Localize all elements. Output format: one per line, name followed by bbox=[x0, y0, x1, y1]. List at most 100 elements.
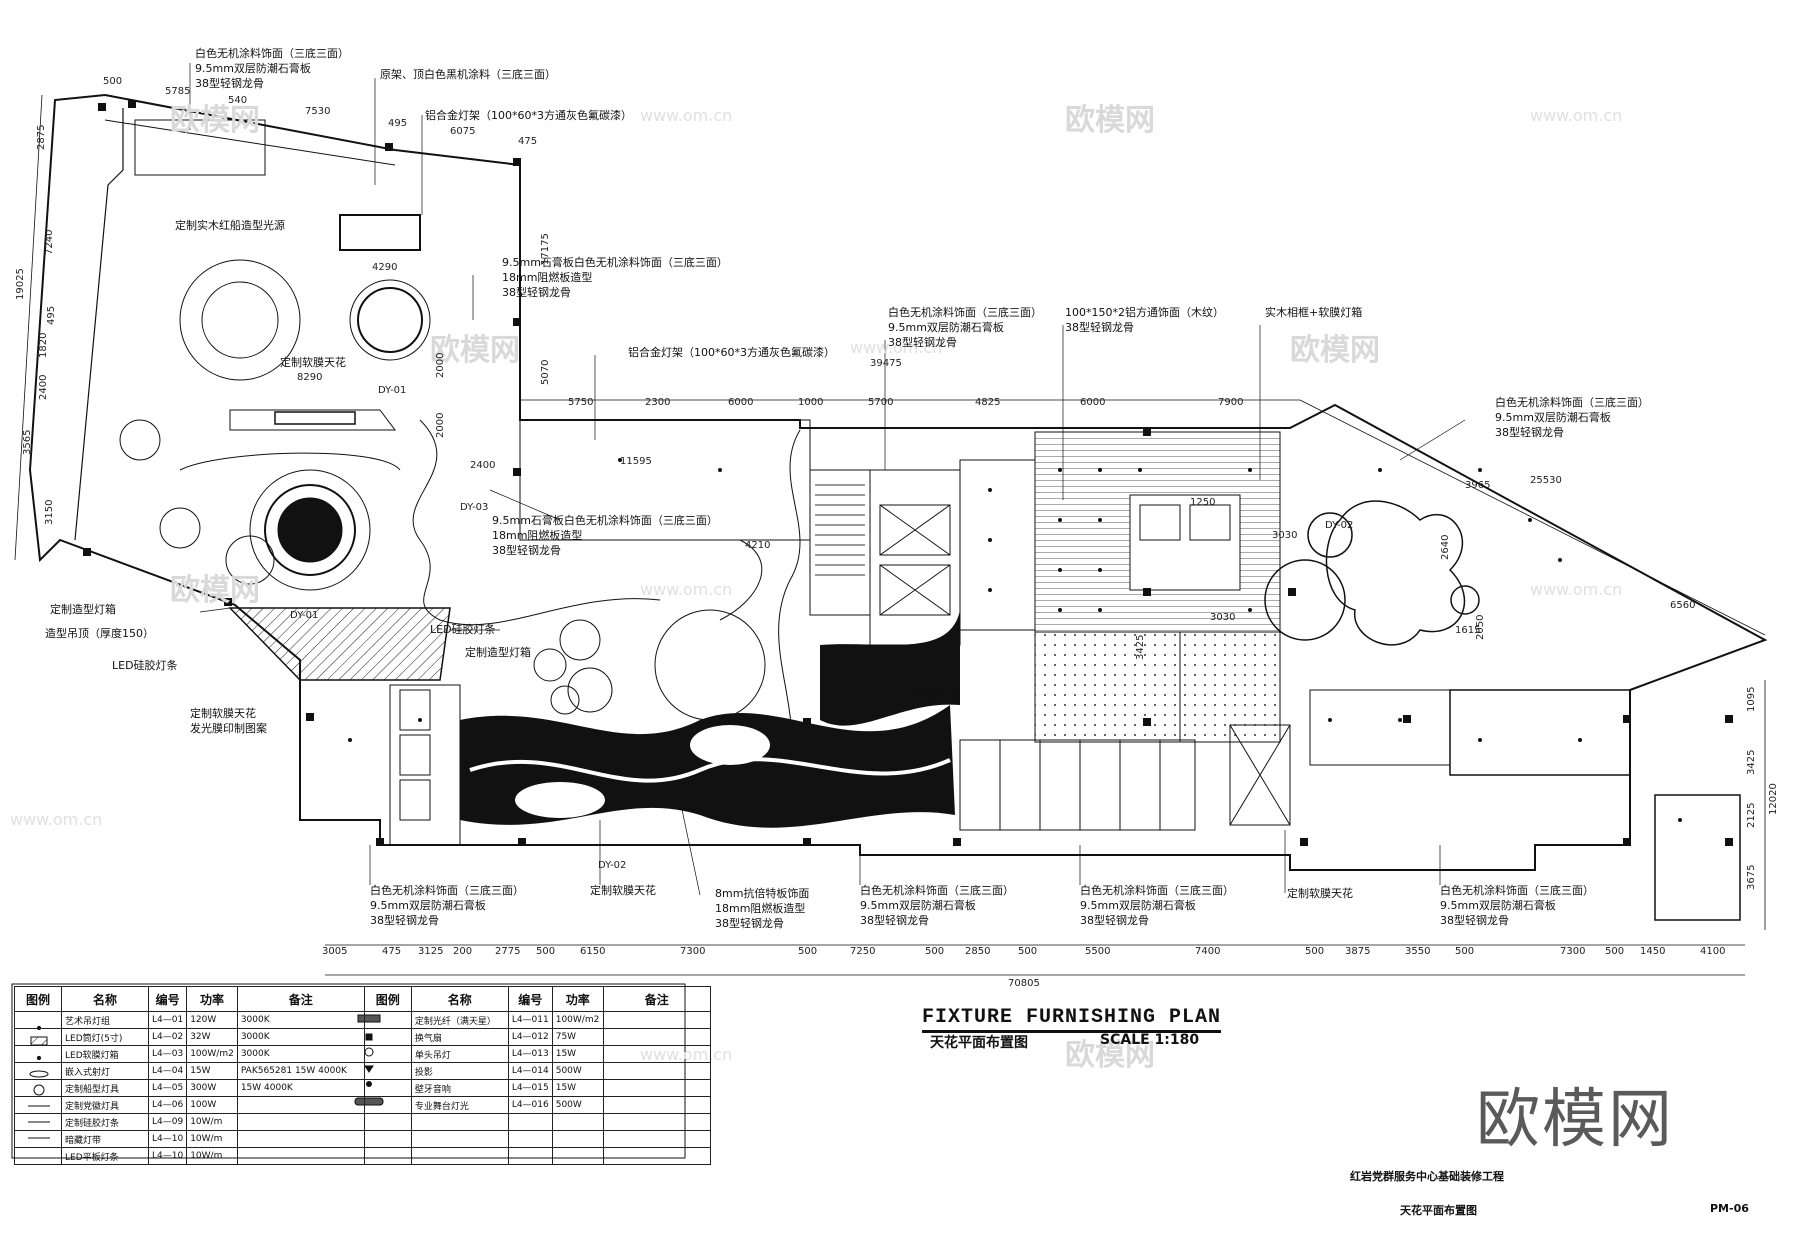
legend-power: 100W/m2 bbox=[186, 1045, 238, 1063]
legend-note bbox=[602, 1096, 711, 1114]
dimension: 1450 bbox=[1640, 946, 1666, 957]
legend-power: 500W bbox=[551, 1096, 604, 1114]
dimension: 500 bbox=[536, 946, 556, 957]
legend-header: 功率 bbox=[551, 986, 604, 1012]
right-blob-ceiling bbox=[1264, 500, 1741, 921]
dimension: 6000 bbox=[1080, 397, 1106, 408]
dimension: 3030 bbox=[1210, 612, 1236, 623]
annotation: 定制软膜天花 bbox=[590, 884, 656, 897]
watermark-url: www.om.cn bbox=[640, 106, 733, 125]
legend-note: PAK565281 15W 4000K bbox=[236, 1062, 365, 1080]
legend-note bbox=[602, 1028, 711, 1046]
legend-name: 壁牙音响 bbox=[410, 1079, 509, 1097]
lower-strip bbox=[959, 689, 1451, 831]
legend-header: 备注 bbox=[602, 986, 711, 1012]
legend-name: 嵌入式射灯 bbox=[61, 1062, 149, 1080]
legend-power bbox=[551, 1130, 604, 1148]
dimension: 5700 bbox=[868, 397, 894, 408]
legend-name bbox=[410, 1113, 509, 1131]
dimension: 39475 bbox=[870, 358, 902, 369]
legend-note: 3000K bbox=[236, 1045, 365, 1063]
fixture-tag: DY-02 bbox=[1325, 520, 1354, 531]
hatched-soffit bbox=[228, 607, 451, 681]
annotation: 100*150*2铝方通饰面（木纹）38型轻钢龙骨 bbox=[1065, 306, 1224, 334]
annotation: 造型吊顶（厚度150） bbox=[45, 627, 154, 640]
legend-power: 300W bbox=[186, 1079, 238, 1097]
dimension: 500 bbox=[1305, 946, 1325, 957]
fixture-tag: DY-02 bbox=[598, 860, 627, 871]
watermark: 欧模网 bbox=[1290, 333, 1380, 368]
legend-power: 100W/m2 bbox=[551, 1011, 604, 1029]
legend-name: LED平板灯条 bbox=[61, 1147, 149, 1165]
dimension: 2850 bbox=[965, 946, 991, 957]
legend-name: 换气扇 bbox=[410, 1028, 509, 1046]
legend-header: 编号 bbox=[507, 986, 553, 1012]
legend-symbol bbox=[14, 1011, 62, 1029]
dimension-lines bbox=[14, 94, 1766, 976]
fixture-tag: DY-03 bbox=[460, 502, 489, 513]
legend-name bbox=[410, 1130, 509, 1148]
legend-symbol bbox=[363, 1045, 412, 1063]
annotation: 定制软膜天花发光膜印制图案 bbox=[190, 707, 267, 735]
watermark-url: www.om.cn bbox=[1530, 580, 1623, 599]
dimension: 25530 bbox=[1530, 475, 1562, 486]
legend-power: 32W bbox=[186, 1028, 238, 1046]
dimension: 475 bbox=[518, 136, 538, 147]
legend-header: 名称 bbox=[410, 986, 509, 1012]
legend-note bbox=[602, 1045, 711, 1063]
legend-header: 图例 bbox=[363, 986, 412, 1012]
legend-power: 75W bbox=[551, 1028, 604, 1046]
watermark-url: www.om.cn bbox=[1530, 106, 1623, 125]
legend-symbol bbox=[363, 1147, 412, 1165]
annotation: LED硅胶灯条 bbox=[430, 623, 496, 636]
dimension: 2000 bbox=[435, 412, 446, 438]
legend-power: 500W bbox=[551, 1062, 604, 1080]
legend-code: L4—06 bbox=[147, 1096, 188, 1114]
dimension: 7530 bbox=[305, 106, 331, 117]
legend-code: L4—011 bbox=[507, 1011, 553, 1029]
legend-symbol bbox=[14, 1028, 62, 1046]
watermark-url: www.om.cn bbox=[10, 810, 103, 829]
dimension: 3550 bbox=[1405, 946, 1431, 957]
dimension: 3875 bbox=[1345, 946, 1371, 957]
dimension: 2875 bbox=[36, 124, 47, 150]
dimension: 2400 bbox=[38, 374, 49, 400]
dimension: 5070 bbox=[540, 359, 551, 385]
legend-note bbox=[602, 1130, 711, 1148]
legend-symbol bbox=[14, 1096, 62, 1114]
legend-code bbox=[507, 1113, 553, 1131]
legend-symbol bbox=[363, 1130, 412, 1148]
dimension: 3150 bbox=[44, 499, 55, 525]
sheet-number: PM-06 bbox=[1710, 1202, 1749, 1215]
legend-note bbox=[236, 1096, 365, 1114]
dimension: 475 bbox=[382, 946, 402, 957]
fixture-tag: DY-01 bbox=[290, 610, 319, 621]
legend-symbol bbox=[14, 1113, 62, 1131]
annotation: 定制造型灯箱 bbox=[50, 603, 116, 616]
legend-note: 3000K bbox=[236, 1028, 365, 1046]
legend-code: L4—015 bbox=[507, 1079, 553, 1097]
legend-code bbox=[507, 1147, 553, 1165]
dimension: 3125 bbox=[418, 946, 444, 957]
dimension: 500 bbox=[798, 946, 818, 957]
stair-core bbox=[809, 459, 1036, 646]
legend-name: 艺术吊灯组 bbox=[61, 1011, 149, 1029]
legend-name: 投影 bbox=[410, 1062, 509, 1080]
legend-code: L4—04 bbox=[147, 1062, 188, 1080]
annotation: 铝合金灯架（100*60*3方通灰色氟碳漆） bbox=[628, 346, 835, 359]
legend-code: L4—10 bbox=[147, 1147, 188, 1165]
dimension: 5750 bbox=[568, 397, 594, 408]
legend-code: L4—014 bbox=[507, 1062, 553, 1080]
legend-note bbox=[236, 1113, 365, 1131]
legend-code: L4—03 bbox=[147, 1045, 188, 1063]
project-name: 红岩党群服务中心基础装修工程 bbox=[1350, 1170, 1504, 1183]
legend-symbol bbox=[363, 1062, 412, 1080]
